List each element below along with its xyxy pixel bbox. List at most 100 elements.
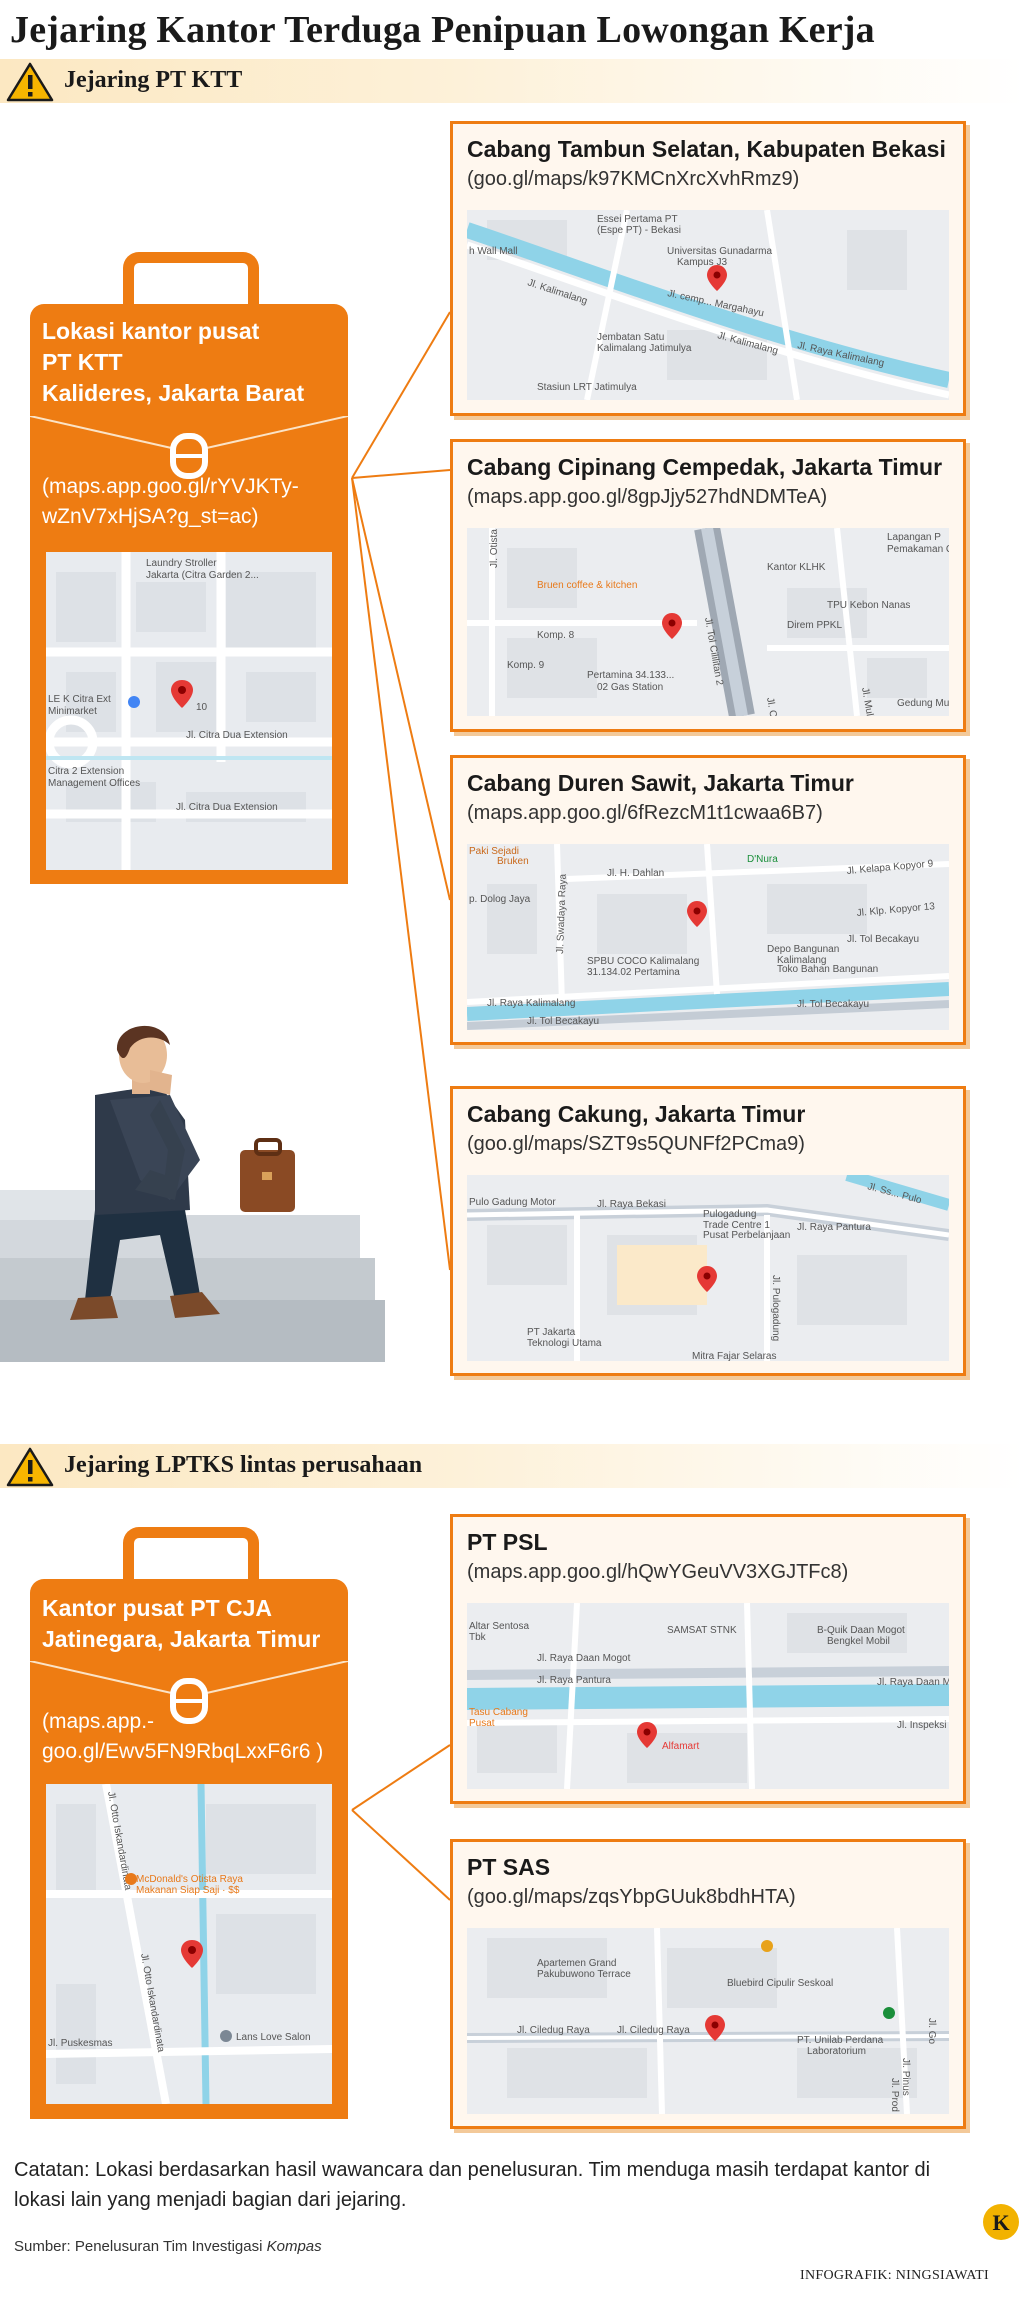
map-label: Jl. Go [926, 2018, 937, 2045]
map-label: Jl. Prod [889, 2078, 900, 2112]
warning-icon [6, 62, 54, 102]
map-label: 10 [196, 702, 208, 713]
map-label: Direm PPKL [787, 620, 842, 631]
map-label: Teknologi Utama [527, 1338, 602, 1349]
map-label: Bengkel Mobil [827, 1636, 890, 1647]
job-seeker-illustration [0, 1025, 385, 1362]
map-label: Essei Pertama PT [597, 214, 678, 225]
branch-title: Cabang Tambun Selatan, Kabupaten Bekasi [467, 136, 946, 162]
map-label: Pusat [469, 1718, 495, 1729]
map-label: Lapangan P [887, 532, 941, 543]
branch-card-duren-sawit: Cabang Duren Sawit, Jakarta Timur (maps.… [450, 755, 966, 1045]
hq-title-line: Kantor pusat PT CJA [42, 1595, 273, 1621]
map-label: Jl. Otista III Komp [489, 528, 500, 568]
source-publication: Kompas [266, 2238, 322, 2255]
section-header-lptks: Jejaring LPTKS lintas perusahaan [0, 1444, 1024, 1488]
map-label: 02 Gas Station [597, 682, 663, 693]
location-pin-icon [171, 680, 193, 708]
map-label: Kalimalang Jatimulya [597, 343, 692, 354]
branch-title: PT SAS [467, 1854, 551, 1880]
location-pin-icon [707, 265, 727, 291]
section-label: Jejaring PT KTT [64, 67, 243, 93]
branch-map-link[interactable]: (goo.gl/maps/k97KMCnXrcXvhRmz9) [467, 168, 800, 190]
hq-map-link[interactable]: goo.gl/Ewv5FN9RbqLxxF6r6 ) [42, 1740, 324, 1763]
map-label: PT Jakarta [527, 1327, 576, 1338]
map-label: Jl. C... [764, 697, 780, 716]
map-label: Pulo Gadung Motor [469, 1197, 556, 1208]
map-label: (Espe PT) - Bekasi [597, 225, 681, 236]
branch-map-link[interactable]: (goo.gl/maps/zqsYbpGUuk8bdhHTA) [467, 1886, 796, 1908]
map-poi-icon [883, 2007, 895, 2019]
map-label: Jl. Mulia [859, 687, 876, 716]
map-label: Jakarta (Citra Garden 2... [146, 570, 259, 581]
hq-map-link[interactable]: (maps.app.goo.gl/rYVJKTy- [42, 475, 299, 498]
map-label: LE K Citra Ext [48, 694, 111, 705]
branch-card-tambun: Cabang Tambun Selatan, Kabupaten Bekasi … [450, 121, 966, 416]
map-label: Makanan Siap Saji · $$ [136, 1885, 240, 1896]
map-label: Mitra Fajar Selaras [692, 1351, 776, 1361]
map-label: Jl. Raya Daan M [877, 1677, 949, 1688]
hq-bag-pt-ktt: Lokasi kantor pusat PT KTT Kalideres, Ja… [30, 304, 348, 884]
warning-icon [6, 1447, 54, 1487]
map-poi-icon [761, 1940, 773, 1952]
bag-flap [30, 1661, 348, 1724]
section-label: Jejaring LPTKS lintas perusahaan [64, 1452, 423, 1478]
map-label: Jl. Ciledug Raya [517, 2025, 590, 2036]
map-label: Altar Sentosa [469, 1621, 529, 1632]
bag-handle [123, 252, 259, 312]
kompas-logo-icon: K [983, 2204, 1019, 2240]
map-label: Bruken [497, 856, 529, 867]
map-label: Jl. Pulogadung [770, 1275, 781, 1341]
hq-title-line: PT KTT [42, 349, 123, 375]
map-label: Kampus J3 [677, 257, 727, 268]
map-label: Tasu Cabang [469, 1707, 528, 1718]
map-label: Depo Bangunan [767, 944, 839, 955]
map-label: Jl. Puskesmas [48, 2038, 112, 2049]
page-title: Jejaring Kantor Terduga Penipuan Lowonga… [10, 9, 875, 51]
map-label: Pertamina 34.133... [587, 670, 674, 681]
hq-map-link[interactable]: wZnV7xHjSA?g_st=ac) [42, 505, 259, 528]
map-label: h Wall Mall [469, 246, 518, 257]
branch-map: Paki Sejadi Bruken Jl. H. Dahlan D'Nura … [467, 844, 949, 1030]
branch-map: Apartemen Grand Pakubuwono Terrace Blueb… [467, 1928, 949, 2114]
map-label: Universitas Gunadarma [667, 246, 772, 257]
map-label: Stasiun LRT Jatimulya [537, 382, 637, 393]
branch-card-cakung: Cabang Cakung, Jakarta Timur (goo.gl/map… [450, 1086, 966, 1376]
map-label: Jl. Ciledug Raya [617, 2025, 690, 2036]
hq-map-link[interactable]: (maps.app.- [42, 1710, 155, 1733]
map-label: Laboratorium [807, 2046, 866, 2057]
map-label: Jl. Raya Daan Mogot [537, 1653, 631, 1664]
branch-map-link[interactable]: (maps.app.goo.gl/hQwYGeuVV3XGJTFc8) [467, 1561, 849, 1583]
map-label: Jl. Citra Dua Extension [186, 730, 288, 741]
map-label: Management Offices [48, 778, 140, 789]
map-label: Komp. 9 [507, 660, 545, 671]
hq-title-line: Jatinegara, Jakarta Timur [42, 1626, 321, 1652]
map-label: Pulogadung [703, 1209, 756, 1220]
location-pin-icon [662, 613, 682, 639]
map-label: Jl. Citra Dua Extension [176, 802, 278, 813]
map-label: Kalimalang [777, 955, 826, 966]
map-label: Komp. 8 [537, 630, 575, 641]
map-label: SAMSAT STNK [667, 1625, 737, 1636]
map-label: Laundry Stroller [146, 558, 217, 569]
branch-card-cipinang: Cabang Cipinang Cempedak, Jakarta Timur … [450, 439, 966, 732]
map-label: Jl. Raya Kalimalang [487, 998, 575, 1009]
branch-map-link[interactable]: (maps.app.goo.gl/8gpJjy527hdNDMTeA) [467, 486, 828, 508]
location-pin-icon [697, 1266, 717, 1292]
branch-map-link[interactable]: (goo.gl/maps/SZT9s5QUNFf2PCma9) [467, 1133, 805, 1155]
branch-map-link[interactable]: (maps.app.goo.gl/6fRezcM1t1cwaa6B7) [467, 802, 823, 824]
bag-flap [30, 416, 348, 479]
hq-title-line: Lokasi kantor pusat [42, 318, 260, 344]
map-label: Apartemen Grand [537, 1958, 617, 1969]
footnote: Catatan: Lokasi berdasarkan hasil wawanc… [14, 2159, 931, 2211]
bag-handle [123, 1527, 259, 1587]
map-label: Tbk [469, 1632, 487, 1643]
map-label: PT. Unilab Perdana [797, 2035, 884, 2046]
branch-map: Altar Sentosa Tbk SAMSAT STNK B-Quik Daa… [467, 1603, 949, 1789]
map-label: Jl. Tol Becakayu [847, 934, 919, 945]
branch-card-pt-psl: PT PSL (maps.app.goo.gl/hQwYGeuVV3XGJTFc… [450, 1514, 966, 1804]
map-label: Pemakaman Cipina [887, 544, 949, 555]
map-label: Pakubuwono Terrace [537, 1969, 631, 1980]
map-label: Jembatan Satu [597, 332, 664, 343]
source-prefix: Sumber: Penelusuran Tim Investigasi [14, 2238, 267, 2255]
